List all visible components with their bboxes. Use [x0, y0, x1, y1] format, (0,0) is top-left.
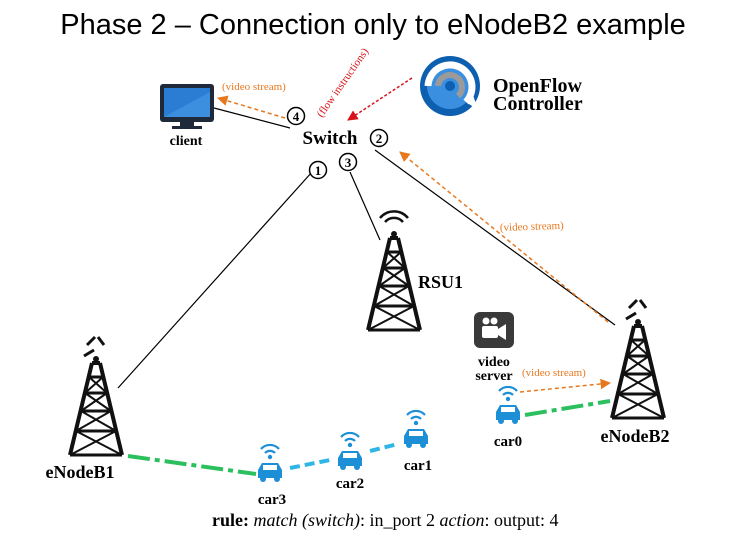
- enodeb1-label: eNodeB1: [46, 462, 115, 482]
- rule-match-label: match (switch): [253, 510, 359, 531]
- car2-label: car2: [336, 476, 364, 492]
- switch-port-1: 1: [308, 160, 328, 180]
- video-stream-client-label: (video stream): [222, 81, 286, 93]
- flow-rule: rule: match (switch): in_port 2 action: …: [212, 510, 558, 531]
- enodeb2-label: eNodeB2: [601, 426, 670, 446]
- page-title: Phase 2 – Connection only to eNodeB2 exa…: [60, 9, 686, 41]
- link-switch-rsu: [349, 171, 381, 241]
- controller-line1: OpenFlow: [493, 75, 582, 97]
- rsu-tower-icon: [366, 210, 422, 332]
- switch-port-4: 4: [286, 106, 306, 126]
- video-stream-to-switch-arrow: [399, 151, 609, 323]
- wireless-link-car3-car2: [289, 458, 331, 470]
- rule-label: rule:: [212, 510, 249, 530]
- switch-port-3: 3: [338, 152, 358, 172]
- video-stream-to-client-arrow: [216, 95, 286, 119]
- svg-text:2: 2: [376, 131, 383, 146]
- car0-label: car0: [494, 434, 522, 450]
- video-stream-server-label: (video stream): [522, 367, 586, 379]
- switch-port-2: 2: [369, 128, 389, 148]
- enodeb2-tower-icon: [610, 298, 666, 420]
- svg-text:3: 3: [345, 155, 352, 170]
- video-camera-icon: [474, 312, 514, 348]
- enodeb1-tower-icon: [68, 335, 124, 457]
- link-client-switch: [213, 107, 291, 129]
- car1-label: car1: [404, 458, 432, 474]
- flow-instructions-arrow: [347, 77, 413, 121]
- wireless-link-car0-enodeb2: [524, 399, 611, 417]
- svg-text:1: 1: [315, 163, 322, 178]
- switch-label: Switch: [303, 128, 358, 149]
- openflow-logo-icon: [420, 56, 480, 116]
- video-stream-link-label: (video stream): [500, 220, 565, 234]
- car1-icon: [402, 409, 430, 450]
- video-server-line2: server: [475, 369, 512, 384]
- svg-text:4: 4: [293, 109, 300, 124]
- car2-icon: [336, 431, 364, 472]
- wireless-link-car2-car1: [369, 442, 399, 453]
- flow-instructions-label: (flow instructions): [315, 46, 372, 120]
- rule-action-label: action: [439, 510, 484, 530]
- link-switch-enodeb1: [117, 171, 313, 389]
- video-server-line1: video: [478, 355, 510, 370]
- car3-label: car3: [258, 492, 286, 508]
- rsu-label: RSU1: [418, 272, 463, 292]
- car0-icon: [494, 385, 522, 426]
- wireless-link-enodeb1-car3: [127, 454, 257, 476]
- client-label: client: [170, 134, 203, 149]
- car3-icon: [256, 443, 284, 484]
- controller-line2: Controller: [493, 93, 583, 115]
- client-monitor-icon: [160, 84, 214, 129]
- rule-match-value: : in_port 2: [360, 510, 440, 530]
- video-stream-to-enodeb2-arrow: [519, 378, 612, 393]
- rule-action-value: : output: 4: [484, 510, 558, 530]
